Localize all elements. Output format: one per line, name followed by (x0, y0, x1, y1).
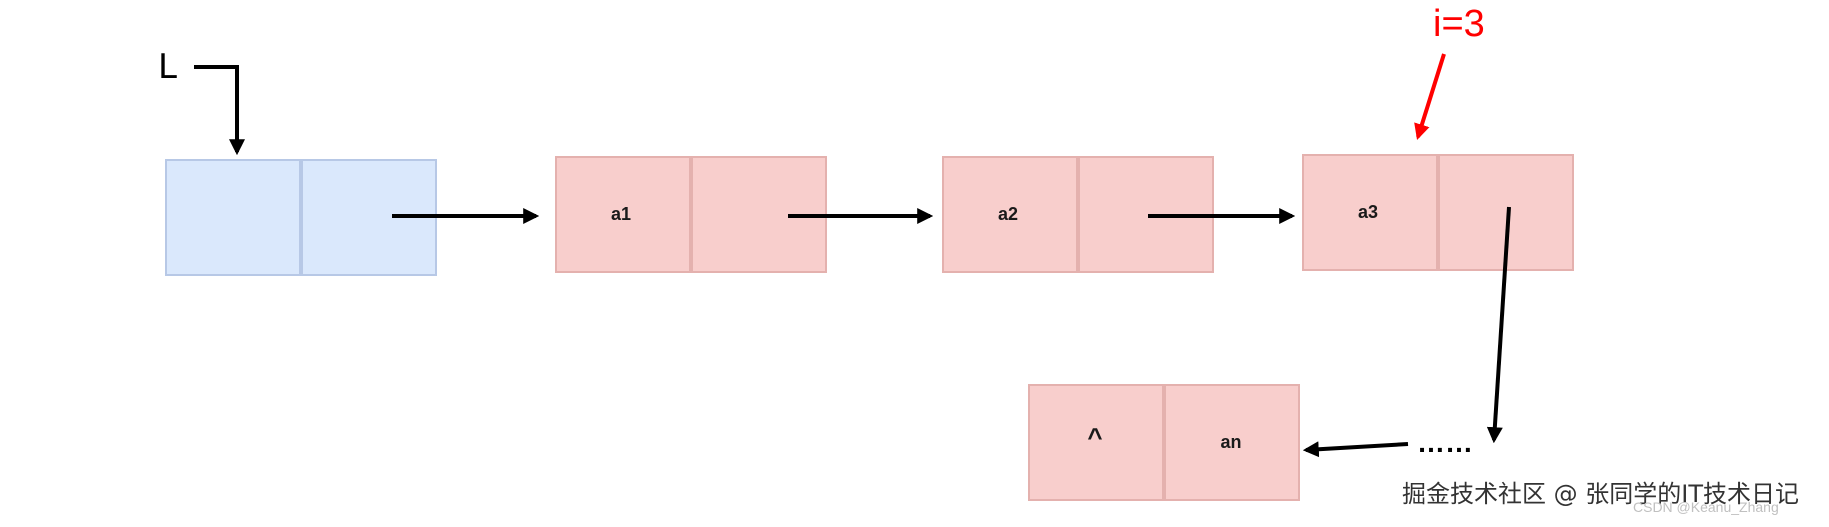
ellipsis: …… (1417, 427, 1473, 458)
watermark-main: 掘金技术社区 @ 张同学的IT技术日记 (1402, 480, 1799, 508)
node-a1-data-text: a1 (611, 204, 631, 224)
node-a3-data-text: a3 (1358, 202, 1378, 222)
watermark-sub: CSDN @Keanu_Zhang (1633, 499, 1779, 515)
position-marker-label: i=3 (1433, 3, 1485, 45)
node-a2-data-text: a2 (998, 204, 1018, 224)
node-a3-data-cell (1302, 154, 1438, 271)
last-node-left-cell (1028, 384, 1164, 501)
node-a1-data-cell (555, 156, 691, 273)
head-pointer-arrow (194, 65, 245, 156)
last-node-data-text: an (1220, 432, 1241, 452)
node-a3: a3 (1302, 154, 1574, 271)
last-node: ^ an (1028, 384, 1300, 501)
link-arrow-a3-to-ellipsis (1486, 206, 1511, 444)
last-node-right-cell (1164, 384, 1300, 501)
node-a2-data-cell (942, 156, 1078, 273)
last-node-null-symbol: ^ (1087, 422, 1102, 452)
node-a1: a1 (555, 156, 827, 273)
head-node (165, 159, 437, 276)
position-marker-arrow (1414, 53, 1446, 141)
link-arrow-ellipsis-to-an (1302, 441, 1409, 458)
head-node-data-cell (165, 159, 301, 276)
head-pointer-label: L (158, 47, 177, 87)
